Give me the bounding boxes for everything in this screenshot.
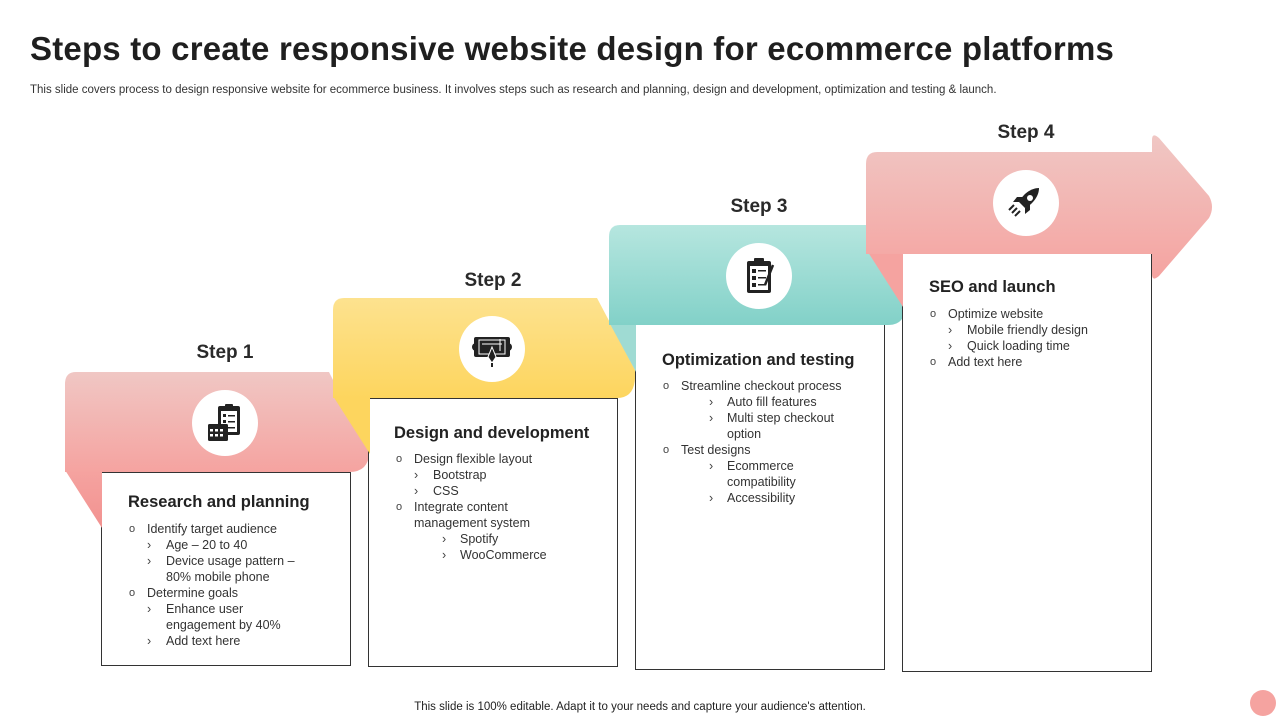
list-item: management system [414, 516, 531, 530]
list-item: Mobile friendly design [930, 322, 1145, 338]
step-3-list: Streamline checkout process Auto fill fe… [663, 378, 878, 506]
list-item: Test designs [663, 442, 878, 458]
list-item: CSS [396, 483, 611, 499]
list-item: Quick loading time [930, 338, 1145, 354]
list-item: Multi step checkout [663, 410, 878, 426]
slide-footer: This slide is 100% editable. Adapt it to… [414, 701, 866, 713]
list-item: Add text here [930, 354, 1145, 370]
step-4-title: SEO and launch [929, 278, 1056, 296]
blueprint-icon [459, 316, 525, 382]
list-item: Auto fill features [663, 394, 878, 410]
list-item: Optimize website [930, 306, 1145, 322]
step-3-label: Step 3 [730, 196, 788, 217]
list-item: Integrate content [396, 499, 611, 515]
list-item: Bootstrap [396, 467, 611, 483]
decorative-dot [1250, 690, 1276, 716]
rocket-icon [993, 170, 1059, 236]
list-item: WooCommerce [396, 547, 611, 563]
step-3-title: Optimization and testing [662, 351, 855, 369]
step-1-title: Research and planning [128, 493, 310, 511]
slide-title: Steps to create responsive website desig… [30, 30, 1115, 67]
list-item: Add text here [129, 633, 339, 649]
list-item: Device usage pattern – [129, 553, 339, 569]
step-2-title: Design and development [394, 424, 590, 442]
step-4-fold [866, 249, 903, 307]
list-item: 80% mobile phone [166, 570, 270, 584]
step-1-fold [65, 470, 102, 528]
list-item: Ecommerce [663, 458, 878, 474]
list-item: Identify target audience [129, 521, 339, 537]
list-item: Age – 20 to 40 [129, 537, 339, 553]
step-1-list: Identify target audience Age – 20 to 40 … [129, 521, 339, 649]
list-item: Determine goals [129, 585, 339, 601]
checklist-icon [726, 243, 792, 309]
list-item: Enhance user [129, 601, 339, 617]
step-3-fold [609, 322, 636, 372]
list-item: Accessibility [663, 490, 878, 506]
list-item: Design flexible layout [396, 451, 611, 467]
step-2-fold [333, 396, 370, 454]
list-item: engagement by 40% [166, 618, 281, 632]
step-2-label: Step 2 [464, 270, 522, 291]
step-1-label: Step 1 [196, 342, 254, 363]
calendar-clipboard-icon [192, 390, 258, 456]
list-item: Streamline checkout process [663, 378, 878, 394]
list-item: option [727, 427, 762, 441]
step-2-list: Design flexible layout Bootstrap CSS Int… [396, 451, 611, 563]
step-4-list: Optimize website Mobile friendly design … [930, 306, 1145, 370]
list-item: compatibility [727, 475, 796, 489]
step-4-label: Step 4 [997, 122, 1055, 143]
slide-subtitle: This slide covers process to design resp… [30, 84, 997, 96]
list-item: Spotify [396, 531, 611, 547]
